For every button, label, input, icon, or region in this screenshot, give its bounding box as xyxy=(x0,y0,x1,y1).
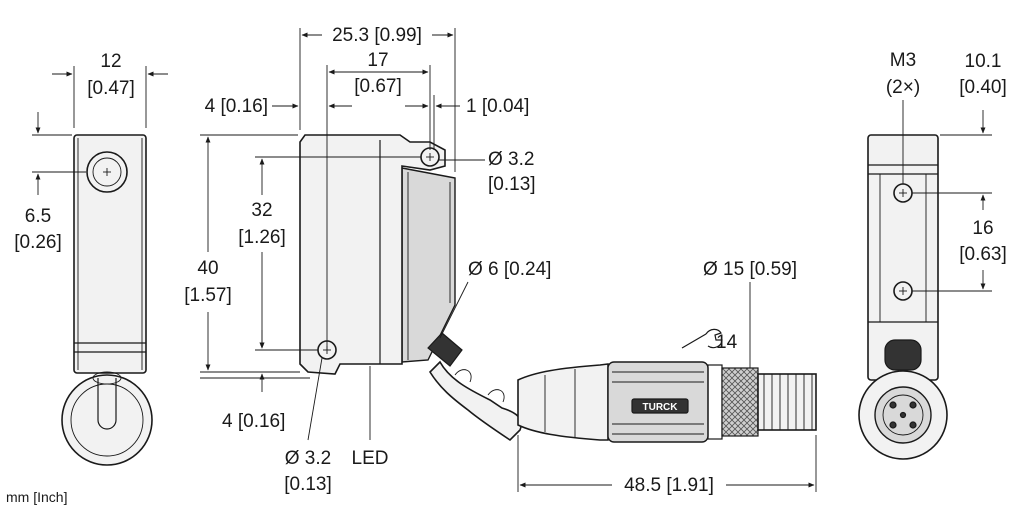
top-hole-dia: Ø 3.2 xyxy=(488,149,534,170)
left-side-view xyxy=(61,134,153,466)
right-spacing-in: [0.63] xyxy=(959,244,1007,265)
connector-dia-label: Ø 15 [0.59] xyxy=(703,259,797,280)
cable-dia-label: Ø 6 [0.24] xyxy=(468,259,551,280)
bottom-hole-dia-in: [0.13] xyxy=(284,474,332,495)
rear-cable-gland xyxy=(884,339,922,371)
left-view-connector-end xyxy=(61,374,153,466)
right-spacing-mm: 16 xyxy=(972,218,993,239)
lens-block xyxy=(401,167,456,363)
cable xyxy=(428,360,522,442)
led-label: LED xyxy=(352,448,389,469)
connector-boot xyxy=(517,363,609,441)
brand-label: TURCK xyxy=(643,402,679,413)
left-offset-top: 4 [0.16] xyxy=(205,96,268,117)
wrench-icon xyxy=(681,328,723,349)
left-width-mm: 12 xyxy=(100,51,121,72)
hole-spacing-mm: 17 xyxy=(367,50,388,71)
thread-label: M3 xyxy=(890,50,916,71)
left-view-body xyxy=(73,134,147,374)
front-view-dimensions: 25.3 [0.99] 17 [0.67] 4 [0.16] 1 [0.04] … xyxy=(184,25,817,496)
wrench-size-label: 14 xyxy=(716,332,738,353)
unit-note: mm [Inch] xyxy=(6,489,67,505)
sensor-housing xyxy=(299,134,446,375)
right-width-mm: 10.1 xyxy=(965,51,1002,72)
right-width-in: [0.40] xyxy=(959,77,1007,98)
top-hole-dia-in: [0.13] xyxy=(488,174,536,195)
bottom-hole-dia: Ø 3.2 xyxy=(285,448,331,469)
cable-gland xyxy=(427,332,463,367)
left-view-dimensions: 12 [0.47] 6.5 [0.26] xyxy=(14,51,168,253)
right-view-dimensions: M3 (2×) 10.1 [0.40] 16 [0.63] xyxy=(886,50,1007,292)
brand-plate xyxy=(631,398,689,414)
total-width-label: 25.3 [0.99] xyxy=(332,25,422,46)
height-holes-mm: 32 xyxy=(251,200,272,221)
front-view xyxy=(299,134,522,442)
hole-spacing-in: [0.67] xyxy=(354,76,402,97)
coupling-nut xyxy=(721,367,759,437)
height-total-in: [1.57] xyxy=(184,285,232,306)
connector: TURCK xyxy=(517,361,817,443)
bottom-offset-label: 4 [0.16] xyxy=(222,411,285,432)
height-total-mm: 40 xyxy=(197,258,218,279)
thread-count: (2×) xyxy=(886,77,920,98)
right-rear-view xyxy=(858,134,948,460)
left-hole-offset-mm: 6.5 xyxy=(25,206,51,227)
height-holes-in: [1.26] xyxy=(238,227,286,248)
left-hole-offset-in: [0.26] xyxy=(14,232,62,253)
connector-thread xyxy=(757,373,817,431)
connector-length-label: 48.5 [1.91] xyxy=(624,475,714,496)
left-width-in: [0.47] xyxy=(87,78,135,99)
right-offset-label: 1 [0.04] xyxy=(466,96,529,117)
